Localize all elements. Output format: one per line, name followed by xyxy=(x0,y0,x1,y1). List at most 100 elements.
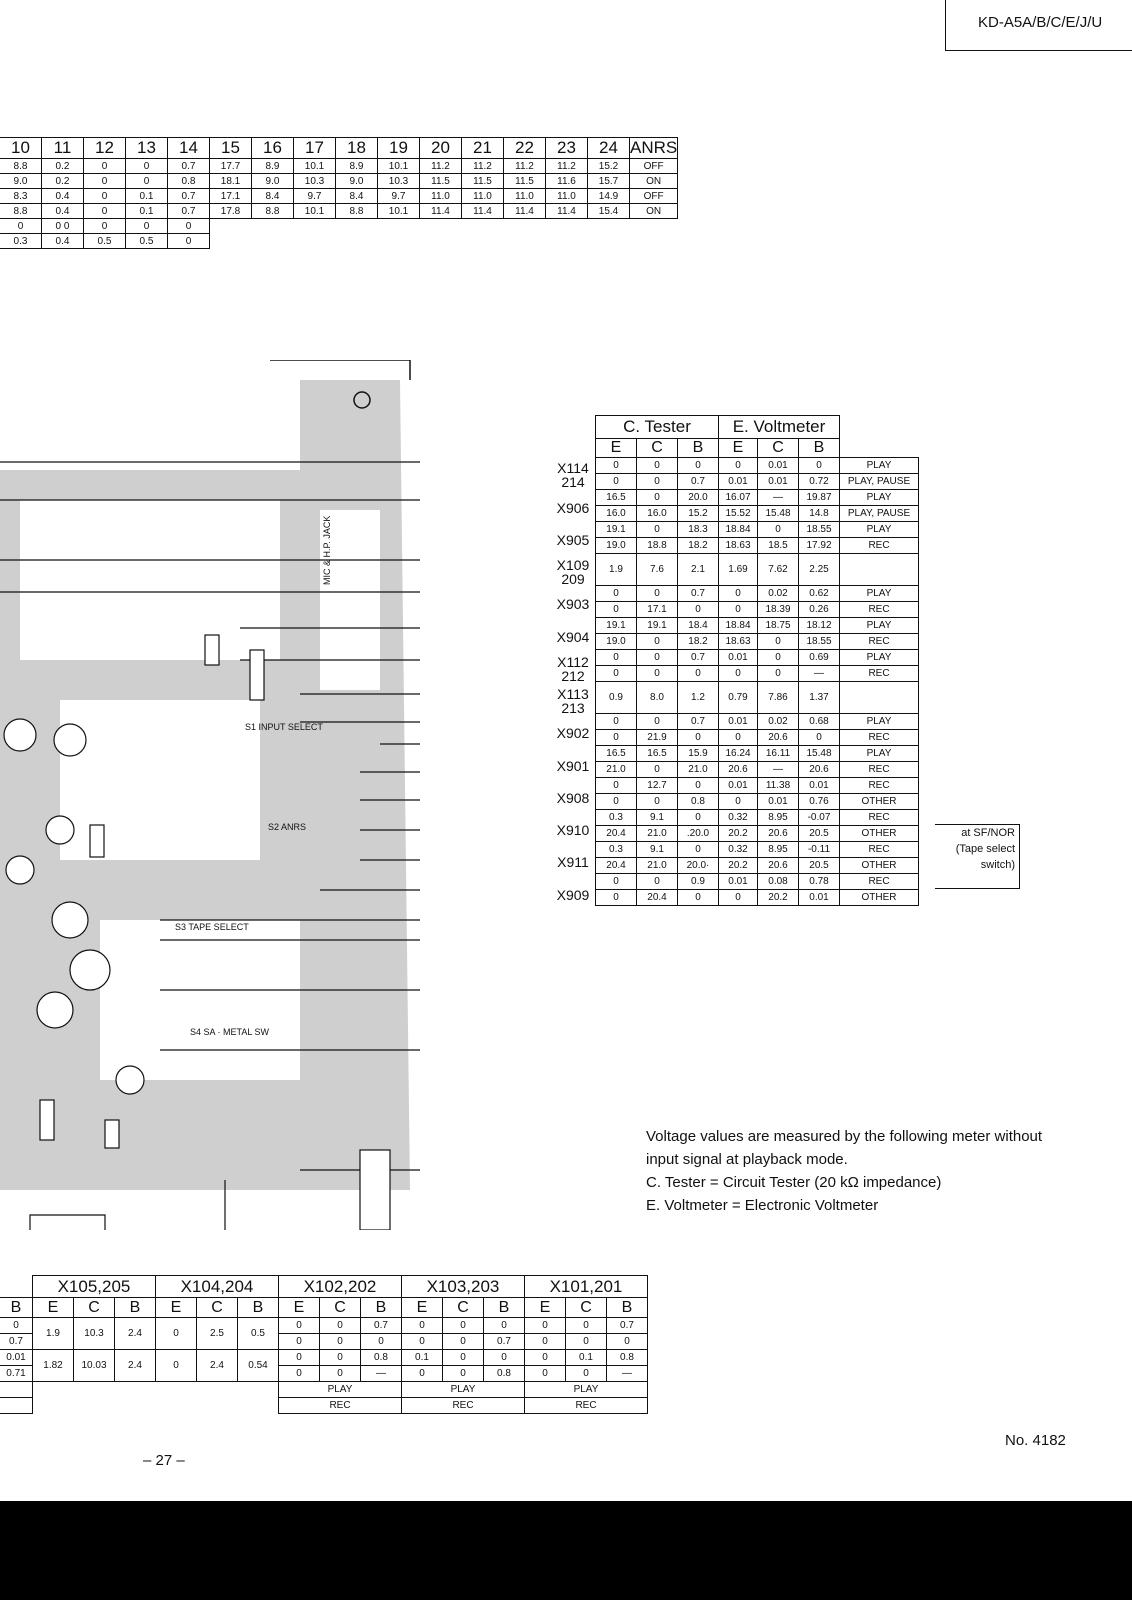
voltage-cell: 1.37 xyxy=(798,681,840,714)
voltage-cell: 18.63 xyxy=(718,537,758,554)
voltage-cell: 16.5 xyxy=(636,745,678,762)
voltage-cell: 16.11 xyxy=(757,745,799,762)
voltage-cell: 16.0 xyxy=(636,505,678,522)
voltage-cell: 0.7 xyxy=(167,188,210,204)
sub-header: C xyxy=(757,438,799,458)
mode-cell: PLAY xyxy=(839,649,919,666)
voltage-cell: 8.8 xyxy=(251,203,294,219)
transistor-label: X910 xyxy=(551,816,595,844)
pin-number: 24 xyxy=(587,137,630,159)
pin-number: 21 xyxy=(461,137,504,159)
voltage-cell: 9.1 xyxy=(636,809,678,826)
voltage-cell: -0.11 xyxy=(798,841,840,858)
sf-note-line: (Tape select xyxy=(955,843,1015,855)
mode-cell: PLAY xyxy=(839,745,919,762)
voltage-cell: 18.1 xyxy=(209,173,252,189)
pin-number: 18 xyxy=(335,137,378,159)
voltage-cell: 0 0 xyxy=(41,218,84,234)
voltage-cell: 0 xyxy=(677,777,719,794)
voltage-cell: 0.01 xyxy=(718,473,758,490)
voltage-cell: 10.3 xyxy=(293,173,336,189)
voltage-cell: 0 xyxy=(718,729,758,746)
voltage-cell: 0 xyxy=(595,649,637,666)
sub-header: E xyxy=(155,1297,197,1318)
voltage-cell: 0.8 xyxy=(606,1349,648,1366)
voltage-cell: — xyxy=(360,1365,402,1382)
voltage-cell: 0 xyxy=(278,1317,320,1334)
transistor-label: X909 xyxy=(551,880,595,909)
voltage-cell: 1.2 xyxy=(677,681,719,714)
voltage-cell: 0.76 xyxy=(798,793,840,810)
transistor-label: X906 xyxy=(551,493,595,522)
voltage-cell: 0 xyxy=(677,809,719,826)
voltage-cell: 0 xyxy=(155,1317,197,1350)
x103-header: X103,203 xyxy=(401,1275,525,1298)
voltage-cell: 20.6 xyxy=(757,825,799,842)
sub-header: B xyxy=(483,1297,525,1318)
voltage-cell: 11.0 xyxy=(419,188,462,204)
voltage-cell: 0.8 xyxy=(677,793,719,810)
voltage-cell: 1.9 xyxy=(32,1317,74,1350)
voltage-cell: 0 xyxy=(319,1317,361,1334)
voltage-cell: 0.62 xyxy=(798,585,840,602)
voltage-cell: 0 xyxy=(278,1349,320,1366)
voltage-cell: 0 xyxy=(595,777,637,794)
voltage-cell: 0 xyxy=(565,1317,607,1334)
voltage-cell: 9.7 xyxy=(293,188,336,204)
voltage-cell: 0.01 xyxy=(718,873,758,890)
blank-cell xyxy=(0,1397,33,1414)
sf-note-line: at SF/NOR xyxy=(961,827,1015,839)
voltage-cell: 0 xyxy=(524,1333,566,1350)
voltage-cell: 0 xyxy=(718,601,758,618)
voltage-cell: 0.71 xyxy=(0,1365,33,1382)
voltage-cell: 20.2 xyxy=(757,889,799,906)
voltage-cell: 9.7 xyxy=(377,188,420,204)
voltage-cell: 0.7 xyxy=(167,158,210,174)
voltage-cell: 20.0 xyxy=(677,489,719,506)
voltage-cell: 11.5 xyxy=(503,173,546,189)
sub-header: E xyxy=(595,438,637,458)
s2-label: S2 ANRS xyxy=(268,822,306,832)
voltage-cell: 19.0 xyxy=(595,633,637,650)
voltage-cell: 0.79 xyxy=(718,681,758,714)
voltage-cell: — xyxy=(757,489,799,506)
voltage-cell: 0.5 xyxy=(83,233,126,249)
voltage-cell: 0 xyxy=(636,761,678,778)
sf-note-line: switch) xyxy=(980,859,1015,871)
voltage-cell: 0 xyxy=(483,1349,525,1366)
mode-cell: REC xyxy=(839,537,919,554)
mode-cell: OTHER xyxy=(839,889,919,906)
voltage-cell: 9.0 xyxy=(335,173,378,189)
note-line: C. Tester = Circuit Tester (20 kΩ impeda… xyxy=(646,1174,942,1191)
voltage-cell: 0 xyxy=(524,1317,566,1334)
voltage-cell: 0 xyxy=(636,665,678,682)
voltage-cell: 0 xyxy=(677,841,719,858)
voltage-cell: 0 xyxy=(125,218,168,234)
mode-cell: OTHER xyxy=(839,857,919,874)
voltage-cell: 14.8 xyxy=(798,505,840,522)
voltage-cell: 7.62 xyxy=(757,553,799,586)
sub-header: B xyxy=(114,1297,156,1318)
voltage-cell: 8.8 xyxy=(335,203,378,219)
voltage-cell: 12.7 xyxy=(636,777,678,794)
voltage-cell: 0.01 xyxy=(718,713,758,730)
voltage-cell: 0 xyxy=(442,1365,484,1382)
voltage-cell: 11.4 xyxy=(503,203,546,219)
sub-header: B xyxy=(0,1297,33,1318)
voltage-cell: 20.6 xyxy=(757,857,799,874)
voltage-cell: 0.01 xyxy=(757,793,799,810)
voltage-cell: 0 xyxy=(718,585,758,602)
mode-cell: PLAY, PAUSE xyxy=(839,473,919,490)
voltage-cell: 0 xyxy=(595,585,637,602)
voltage-cell: 0 xyxy=(595,473,637,490)
voltage-cell: 0 xyxy=(636,633,678,650)
voltage-cell: 0.8 xyxy=(167,173,210,189)
